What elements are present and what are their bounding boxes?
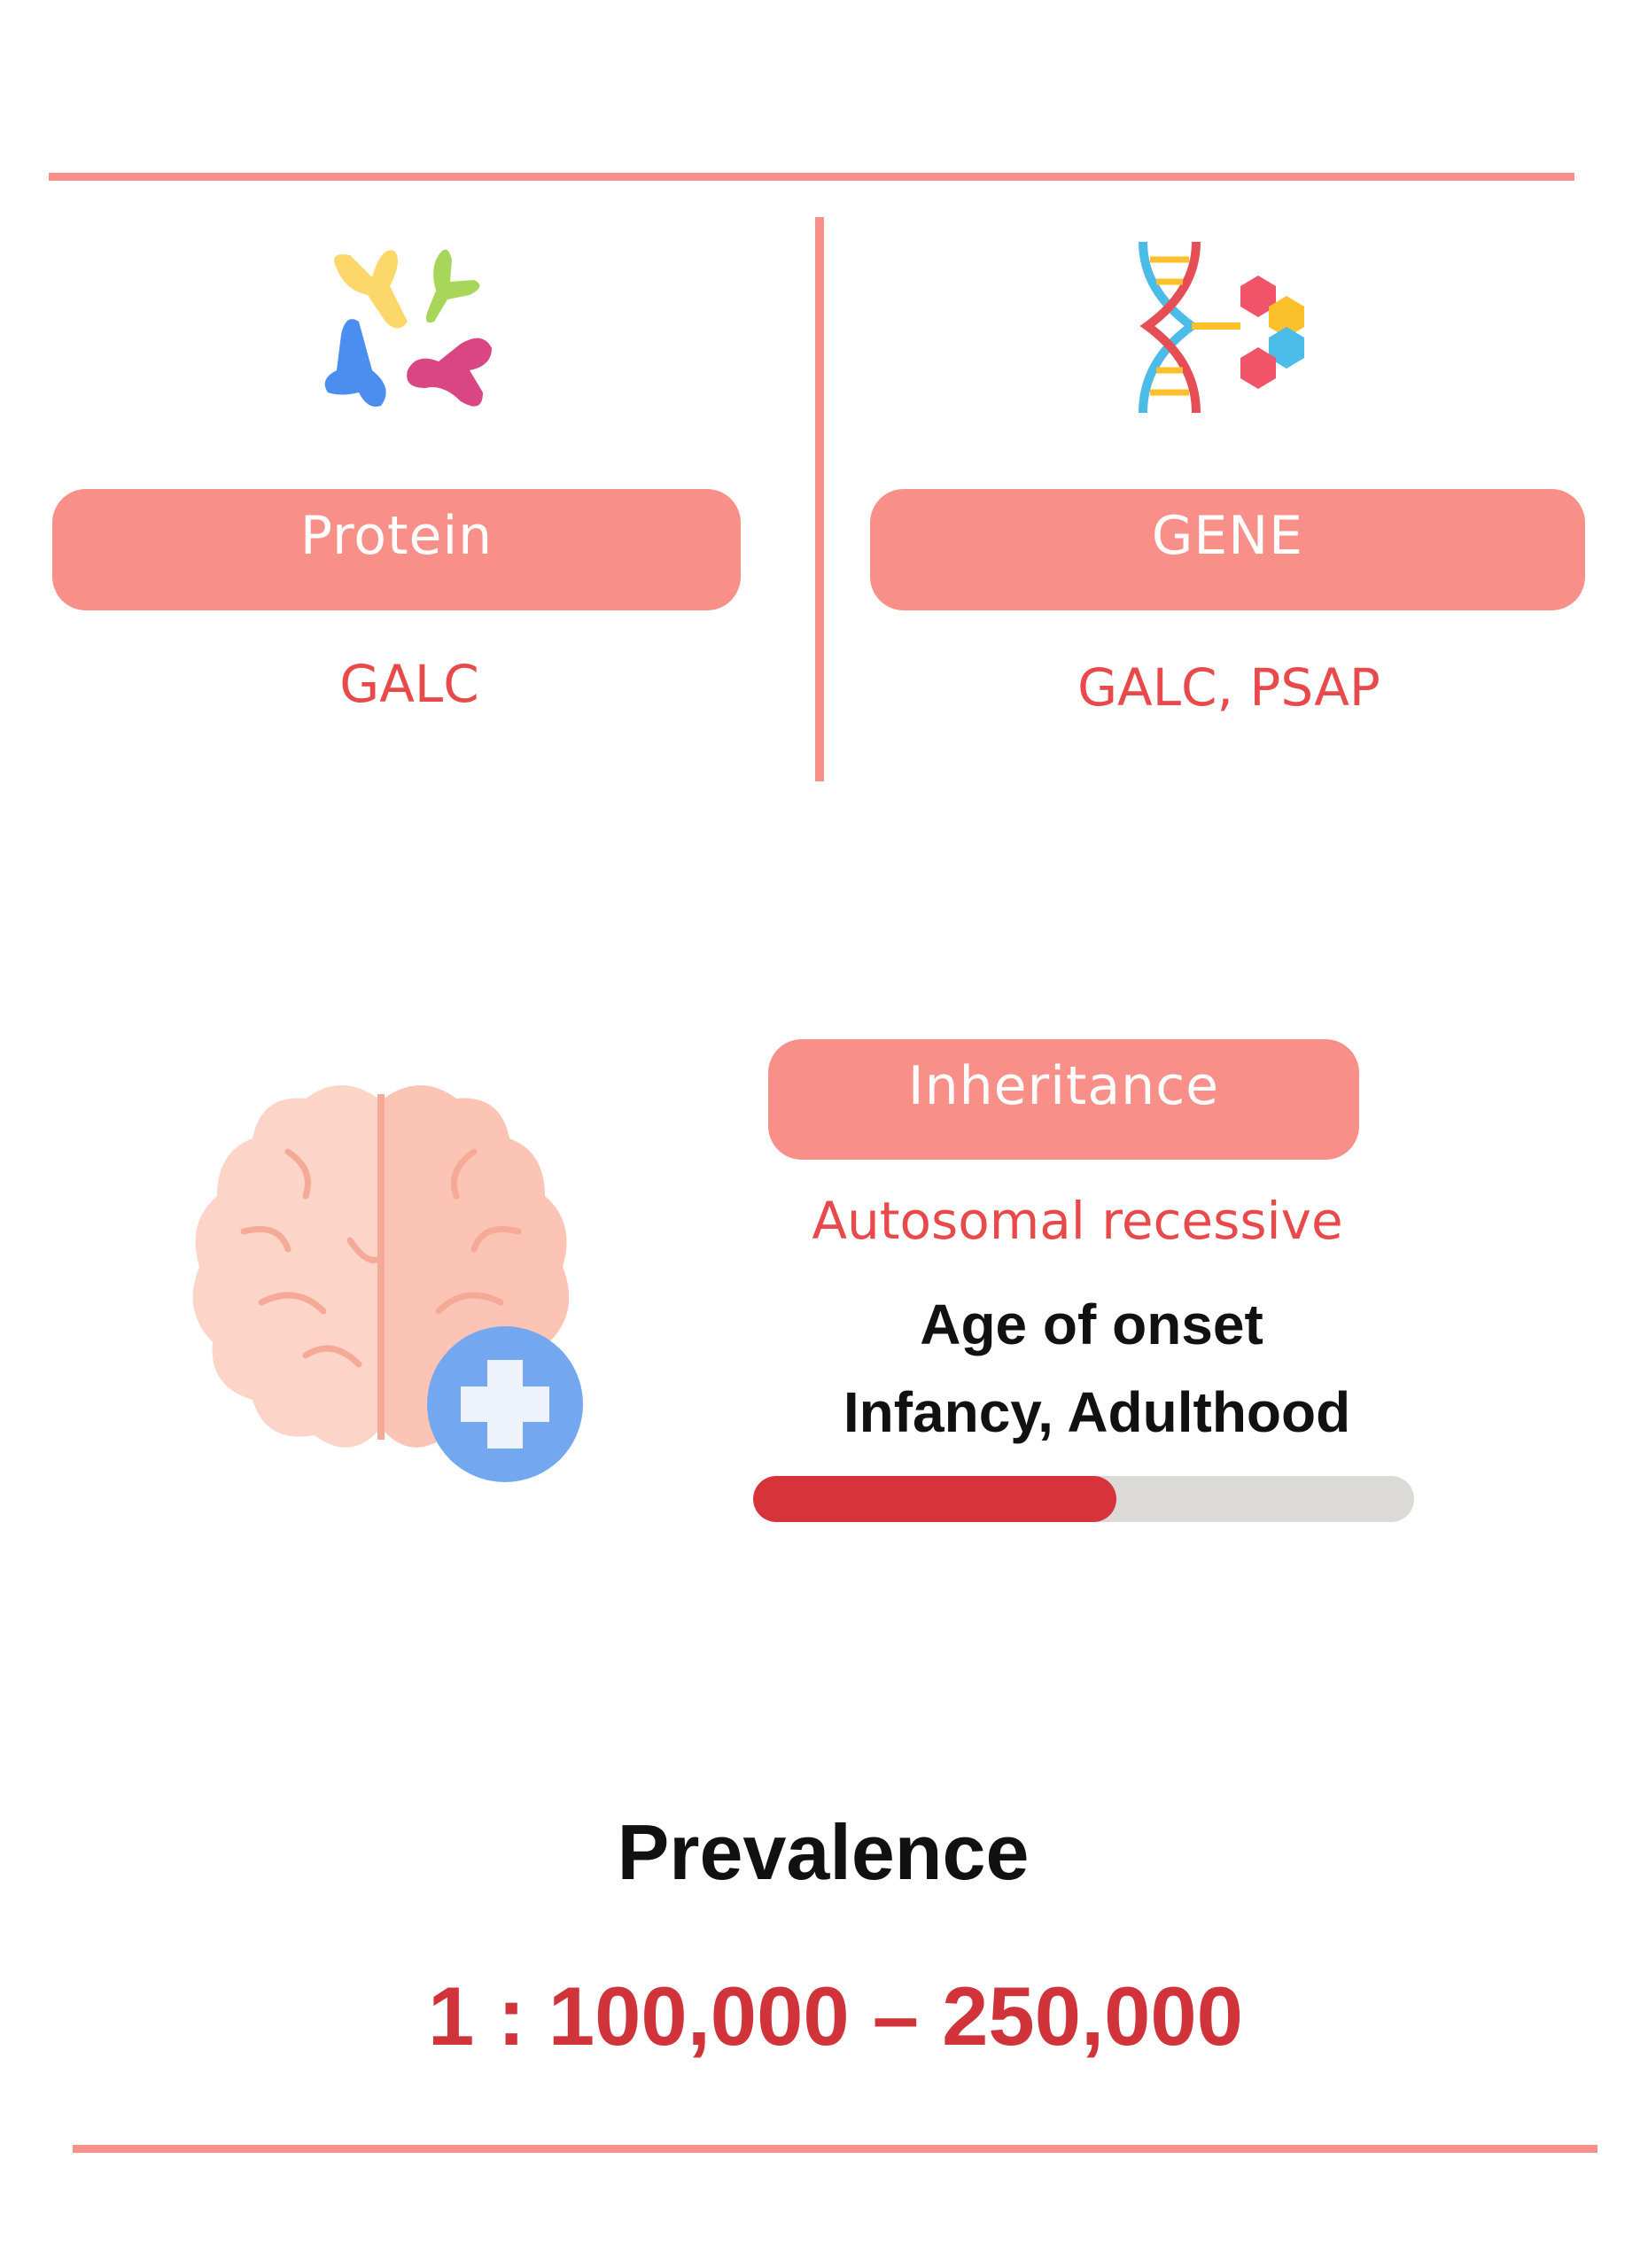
- bottom-divider: [73, 2145, 1597, 2153]
- gene-label-pill: GENE: [870, 489, 1585, 610]
- column-divider: [815, 217, 824, 781]
- prevalence-value: 1 : 100,000 – 250,000: [428, 1969, 1243, 2062]
- onset-progress-fill: [753, 1476, 1117, 1522]
- brain-plus-icon: [192, 1085, 583, 1482]
- protein-label-pill: Protein: [52, 489, 741, 610]
- gene-label: GENE: [1151, 505, 1304, 567]
- gene-value: GALC, PSAP: [1077, 657, 1380, 718]
- top-divider: [49, 173, 1574, 181]
- dna-icon: [1139, 241, 1304, 414]
- onset-progress-bar: [753, 1476, 1414, 1522]
- protein-value: GALC: [339, 654, 479, 714]
- inheritance-label-pill: Inheritance: [768, 1039, 1359, 1160]
- inheritance-label: Inheritance: [907, 1055, 1220, 1117]
- onset-value: Infancy, Adulthood: [843, 1380, 1351, 1444]
- inheritance-value: Autosomal recessive: [812, 1191, 1343, 1251]
- protein-molecules-icon: [324, 249, 492, 407]
- onset-title: Age of onset: [920, 1293, 1263, 1356]
- prevalence-title: Prevalence: [617, 1808, 1030, 1896]
- protein-label: Protein: [299, 505, 494, 567]
